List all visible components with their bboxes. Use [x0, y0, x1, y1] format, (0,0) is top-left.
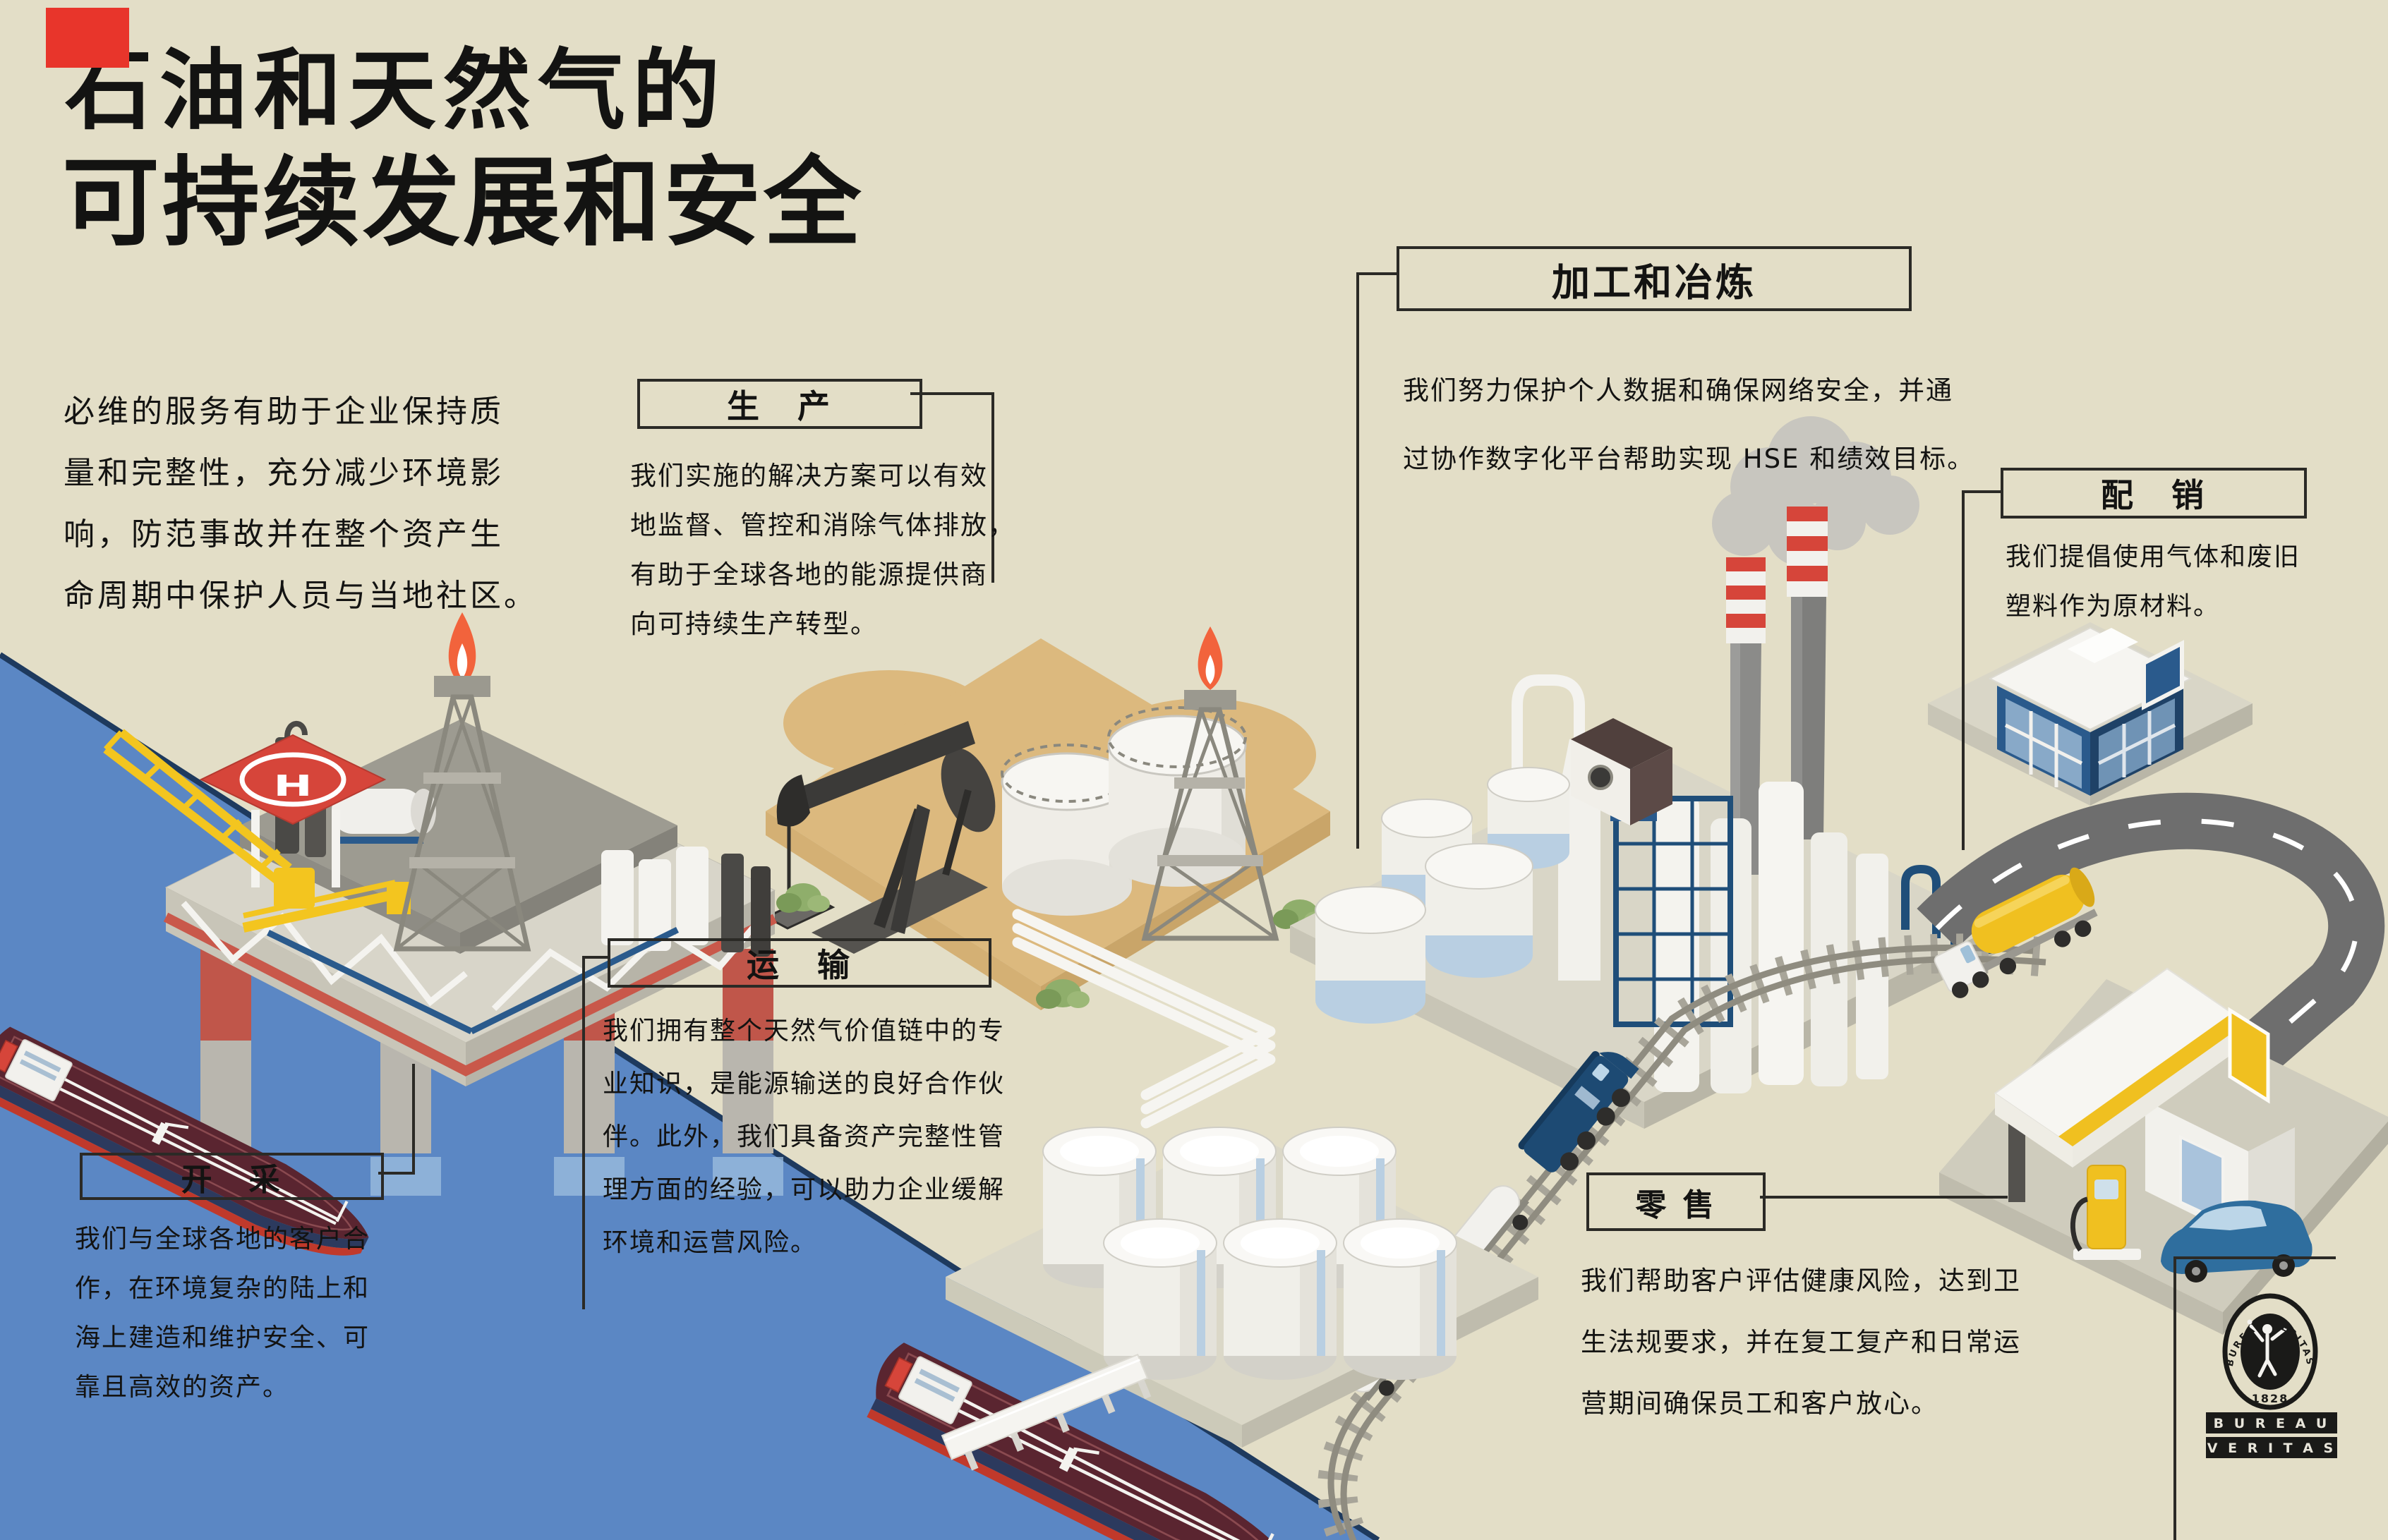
tanker-truck-icon — [1934, 867, 2098, 998]
section-body-extraction: 我们与全球各地的客户合 作，在环境复杂的陆上和 海上建造和维护安全、可 靠且高效… — [75, 1225, 370, 1402]
helipad-letter: H — [273, 769, 312, 803]
page-title-line2: 可持续发展和安全 — [62, 146, 864, 260]
brand-corner-mark — [46, 8, 129, 68]
storage-tank-icon — [1315, 767, 1570, 1024]
helipad-icon: H — [199, 734, 387, 887]
section-body-production: 我们实施的解决方案可以有效 地监督、管控和消除气体排放， 有助于全球各地的能源提… — [630, 461, 1015, 639]
railway-track — [1317, 933, 2046, 1540]
car-icon — [2161, 1200, 2312, 1283]
section-label-production: 生 产 — [637, 379, 922, 429]
freight-train-icon — [1339, 1050, 1639, 1410]
logo-year: 1828 — [2252, 1392, 2289, 1405]
pier-icon — [941, 1353, 1152, 1471]
logo-frame-line — [2173, 1256, 2336, 1540]
logo-figure — [2247, 1319, 2287, 1378]
storage-tank-icon — [1042, 1127, 1457, 1380]
refinery-icon — [1290, 416, 1998, 1129]
section-body-retail: 我们帮助客户评估健康风险，达到卫 生法规要求，并在复工复产和日常运 营期间确保员… — [1581, 1266, 2021, 1419]
intro-paragraph: 必维的服务有助于企业保持质 量和完整性，充分减少环境影 响，防范事故并在整个资产… — [64, 394, 538, 614]
scaffold-structure — [1613, 796, 1733, 1027]
crane-icon — [103, 729, 411, 933]
smokestack-icon — [1726, 557, 1766, 875]
gas-station-icon — [1939, 967, 2388, 1335]
section-label-processing: 加工和冶炼 — [1397, 246, 1912, 311]
section-label-transportation: 运 输 — [608, 938, 991, 988]
logo-bar1-text: B U R E A U — [2214, 1416, 2330, 1431]
page-title-line1: 石油和天然气的 — [65, 40, 728, 142]
connector-extraction — [378, 1064, 415, 1175]
flare-derrick-icon — [1141, 626, 1279, 941]
connector-lines — [378, 272, 2336, 1540]
production-site — [764, 626, 1330, 1129]
warehouse-icon — [1571, 718, 1672, 825]
section-body-processing: 我们努力保护个人数据和确保网络安全，并通 过协作数字化平台帮助实现 HSE 和绩… — [1403, 375, 1975, 474]
section-label-extraction: 开 采 — [80, 1153, 384, 1200]
connector-distribution — [1962, 490, 2001, 850]
office-building-icon — [1928, 622, 2253, 806]
smokestack-icon — [1787, 507, 1828, 839]
offshore-platform-icon: H — [103, 612, 783, 1196]
flare-derrick-icon — [393, 612, 531, 952]
tank-farm-icon — [946, 1127, 1538, 1448]
fuel-pump-icon — [2070, 1165, 2141, 1260]
connector-transportation — [582, 956, 608, 1309]
pipeline-icon — [1012, 909, 1276, 1129]
smoke — [1712, 416, 1919, 566]
connector-production — [910, 392, 994, 583]
section-body-distribution: 我们提倡使用气体和废旧 塑料作为原材料。 — [2006, 542, 2301, 621]
section-label-distribution: 配 销 — [2001, 468, 2307, 519]
logo-bar2-text: V E R I T A S — [2207, 1441, 2336, 1456]
connector-processing — [1356, 272, 1397, 849]
section-body-transportation: 我们拥有整个天然气价值链中的专 业知识，是能源输送的良好合作伙 伴。此外，我们具… — [603, 1017, 1006, 1257]
section-label-retail: 零 售 — [1586, 1172, 1766, 1231]
road — [1917, 792, 2385, 1089]
